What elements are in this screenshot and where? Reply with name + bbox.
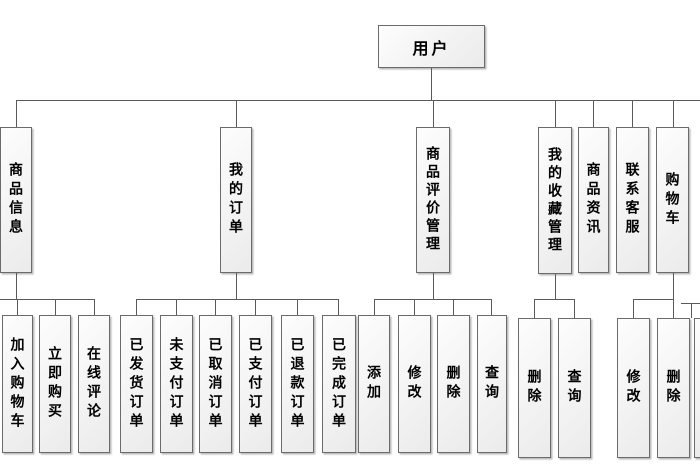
leaf-unpaid-orders-label: 未支付订单 bbox=[168, 336, 185, 432]
connector-cutoff-horizontal bbox=[681, 303, 700, 304]
leaf-online-comment: 在线评论 bbox=[78, 315, 110, 453]
connector-drop bbox=[338, 299, 339, 315]
leaf-cart-modify-label: 修改 bbox=[625, 369, 642, 407]
leaf-review-add: 添加 bbox=[358, 315, 390, 453]
node-review-management-label: 商品评价管理 bbox=[425, 146, 441, 254]
node-user-label: 用户 bbox=[412, 40, 451, 58]
connector-drop bbox=[176, 299, 177, 315]
node-review-management: 商品评价管理 bbox=[416, 127, 450, 273]
connector-drop bbox=[414, 299, 415, 315]
leaf-review-query-label: 查询 bbox=[484, 365, 500, 403]
leaf-paid-orders: 已支付订单 bbox=[239, 315, 272, 453]
node-product-news-label: 商品资讯 bbox=[585, 162, 602, 238]
node-shopping-cart-label: 购物车 bbox=[664, 171, 681, 229]
connector-group-horizontal bbox=[136, 299, 339, 300]
leaf-cancelled-orders-label: 已取消订单 bbox=[207, 336, 224, 432]
leaf-review-add-label: 添加 bbox=[366, 365, 382, 403]
connector-drop bbox=[215, 299, 216, 315]
leaf-refunded-orders: 已退款订单 bbox=[281, 315, 314, 453]
connector-group-horizontal bbox=[374, 299, 492, 300]
connector-drop bbox=[453, 299, 454, 315]
connector-drop bbox=[374, 299, 375, 315]
connector-drop bbox=[236, 100, 237, 127]
connector-drop bbox=[633, 299, 634, 318]
connector-drop bbox=[555, 100, 556, 127]
connector-drop bbox=[94, 299, 95, 315]
leaf-review-query: 查询 bbox=[477, 315, 507, 453]
connector-drop bbox=[574, 299, 575, 318]
connector-parent-stub bbox=[433, 273, 434, 299]
connector-parent-stub bbox=[16, 273, 17, 299]
connector-drop bbox=[691, 303, 692, 318]
leaf-review-delete-label: 删除 bbox=[445, 365, 462, 403]
node-contact-service-label: 联系客服 bbox=[624, 162, 641, 238]
leaf-paid-orders-label: 已支付订单 bbox=[247, 336, 264, 432]
connector-drop bbox=[673, 299, 674, 318]
leaf-buy-now: 立即购买 bbox=[39, 315, 71, 453]
connector-top-horizontal bbox=[16, 100, 700, 101]
connector-drop bbox=[534, 299, 535, 318]
connector-drop bbox=[136, 299, 137, 315]
leaf-cart-modify: 修改 bbox=[617, 318, 650, 458]
leaf-cart-delete: 删除 bbox=[657, 318, 690, 458]
node-user: 用户 bbox=[378, 25, 485, 68]
leaf-add-to-cart-label: 加入购物车 bbox=[9, 336, 26, 432]
node-shopping-cart: 购物车 bbox=[656, 127, 689, 273]
node-my-orders-label: 我的订单 bbox=[228, 162, 244, 238]
connector-group-horizontal bbox=[0, 299, 94, 300]
connector-drop bbox=[491, 299, 492, 315]
leaf-favorites-delete-label: 删除 bbox=[526, 369, 543, 407]
leaf-shipped-orders: 已发货订单 bbox=[120, 315, 153, 453]
connector-group-horizontal bbox=[534, 299, 575, 300]
node-product-info-label: 商品信息 bbox=[8, 162, 24, 238]
node-product-info: 商品信息 bbox=[0, 127, 32, 273]
node-product-news: 商品资讯 bbox=[578, 127, 609, 273]
leaf-completed-orders-label: 已完成订单 bbox=[331, 336, 347, 432]
node-my-orders: 我的订单 bbox=[220, 127, 252, 273]
leaf-refunded-orders-label: 已退款订单 bbox=[289, 336, 306, 432]
connector-parent-stub bbox=[236, 273, 237, 299]
connector-drop bbox=[297, 299, 298, 315]
connector-drop bbox=[433, 100, 434, 127]
node-favorites-management-label: 我的收藏管理 bbox=[547, 146, 563, 255]
leaf-review-modify-label: 修改 bbox=[406, 365, 423, 403]
leaf-cart-delete-label: 删除 bbox=[665, 369, 682, 407]
leaf-online-comment-label: 在线评论 bbox=[86, 346, 102, 422]
connector-root-drop bbox=[431, 68, 432, 100]
leaf-favorites-query: 查询 bbox=[558, 318, 591, 458]
connector-drop bbox=[16, 100, 17, 127]
connector-drop bbox=[17, 299, 18, 315]
connector-group-horizontal bbox=[633, 299, 674, 300]
leaf-cancelled-orders: 已取消订单 bbox=[199, 315, 232, 453]
node-cutoff-partial bbox=[694, 318, 700, 458]
connector-drop bbox=[55, 299, 56, 315]
leaf-review-delete: 删除 bbox=[437, 315, 470, 453]
leaf-review-modify: 修改 bbox=[398, 315, 431, 453]
node-favorites-management: 我的收藏管理 bbox=[538, 127, 572, 274]
connector-drop bbox=[632, 100, 633, 127]
connector-drop bbox=[255, 299, 256, 315]
connector-parent-stub bbox=[673, 273, 674, 299]
leaf-buy-now-label: 立即购买 bbox=[47, 346, 63, 422]
leaf-favorites-delete: 删除 bbox=[518, 318, 551, 458]
connector-parent-stub bbox=[555, 274, 556, 299]
connector-drop bbox=[673, 100, 674, 127]
leaf-completed-orders: 已完成订单 bbox=[322, 315, 356, 453]
leaf-shipped-orders-label: 已发货订单 bbox=[128, 336, 145, 432]
leaf-unpaid-orders: 未支付订单 bbox=[160, 315, 193, 453]
leaf-add-to-cart: 加入购物车 bbox=[2, 315, 33, 453]
node-contact-service: 联系客服 bbox=[616, 127, 649, 273]
connector-drop bbox=[593, 100, 594, 127]
leaf-favorites-query-label: 查询 bbox=[566, 369, 583, 407]
